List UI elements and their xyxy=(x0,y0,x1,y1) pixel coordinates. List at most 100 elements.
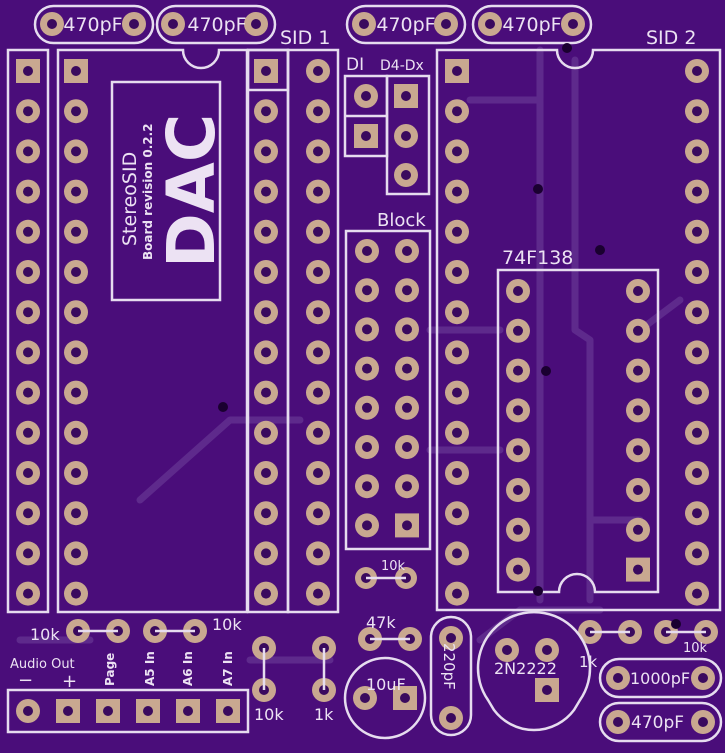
drill-hole xyxy=(71,307,81,318)
drill-hole xyxy=(692,307,702,318)
res-label: 1k xyxy=(579,653,598,671)
drill-hole xyxy=(692,347,702,358)
drill-hole xyxy=(313,66,323,76)
ic-74f138: 74F138 xyxy=(496,247,660,594)
drill-hole xyxy=(71,226,81,237)
plus-label: + xyxy=(62,671,77,692)
drill-hole xyxy=(261,508,271,519)
drill-hole xyxy=(71,468,81,478)
cap-label: 10uF xyxy=(366,675,406,694)
cap-label: 470pF xyxy=(187,14,246,36)
drill-hole xyxy=(400,693,410,703)
res-label: 10k xyxy=(381,559,406,574)
drill-hole xyxy=(71,267,81,277)
drill-hole xyxy=(362,520,372,531)
drill-hole xyxy=(613,673,623,683)
drill-hole xyxy=(261,307,271,318)
drill-hole xyxy=(402,520,412,531)
drill-hole xyxy=(23,588,33,599)
drill-hole xyxy=(402,402,412,413)
ic-74f138-label: 74F138 xyxy=(502,247,573,269)
cap-470pf-a: 470pF xyxy=(33,4,155,45)
drill-hole xyxy=(401,170,411,180)
drill-hole xyxy=(513,365,523,376)
drill-hole xyxy=(402,324,412,335)
drill-hole xyxy=(633,286,643,296)
drill-hole xyxy=(313,146,323,157)
drill-hole xyxy=(313,106,323,117)
drill-hole xyxy=(261,226,271,237)
drill-hole xyxy=(313,186,323,197)
drill-hole xyxy=(71,427,81,438)
cap-label: 220pF xyxy=(440,643,458,690)
drill-hole xyxy=(513,564,523,575)
drill-hole xyxy=(23,387,33,398)
drill-hole xyxy=(261,186,271,197)
drill-hole xyxy=(361,91,371,101)
drill-hole xyxy=(313,588,323,599)
drill-hole xyxy=(401,91,411,101)
drill-hole xyxy=(71,106,81,117)
drill-hole xyxy=(402,285,412,296)
res-10k-left: 10k xyxy=(30,625,118,644)
drill-hole xyxy=(71,548,81,559)
drill-hole xyxy=(633,405,643,416)
cap-220pf: 220pF xyxy=(429,615,473,737)
drill-hole xyxy=(71,387,81,398)
drill-hole xyxy=(452,66,462,76)
drill-hole xyxy=(452,387,462,398)
drill-hole xyxy=(452,588,462,599)
page-label: Page xyxy=(103,653,117,686)
drill-hole xyxy=(633,485,643,495)
drill-hole xyxy=(261,427,271,438)
drill-hole xyxy=(71,66,81,76)
drill-hole xyxy=(362,363,372,374)
res-10k-vertical: 10k xyxy=(254,648,284,724)
drill-hole xyxy=(452,106,462,117)
drill-hole xyxy=(692,226,702,237)
res-47k: 47k xyxy=(366,613,410,641)
drill-hole xyxy=(23,307,33,318)
drill-hole xyxy=(452,347,462,358)
drill-hole xyxy=(542,685,552,695)
drill-hole xyxy=(261,267,271,277)
drill-hole xyxy=(313,307,323,318)
res-label: 10k xyxy=(212,615,242,634)
drill-hole xyxy=(23,267,33,277)
res-label: 10k xyxy=(30,625,60,644)
drill-hole xyxy=(23,468,33,478)
sid1-label: SID 1 xyxy=(280,27,330,49)
drill-hole xyxy=(23,226,33,237)
drill-hole xyxy=(261,588,271,599)
drill-hole xyxy=(362,442,372,452)
drill-hole xyxy=(402,442,412,452)
drill-hole xyxy=(692,548,702,559)
drill-hole xyxy=(401,131,411,141)
drill-hole xyxy=(183,706,193,716)
drill-hole xyxy=(71,588,81,599)
drill-hole xyxy=(23,508,33,519)
drill-hole xyxy=(452,146,462,157)
minus-label: − xyxy=(18,670,33,691)
drill-hole xyxy=(313,427,323,438)
drill-hole xyxy=(513,485,523,495)
audio-out-label: Audio Out xyxy=(10,657,75,672)
drill-hole xyxy=(402,481,412,492)
di-header: DI D4-Dx xyxy=(343,55,431,196)
cap-label: 470pF xyxy=(376,14,435,36)
drill-hole xyxy=(692,267,702,277)
res-10k-small: 10k xyxy=(366,559,406,580)
cap-label: 470pF xyxy=(63,14,122,36)
di-label: DI xyxy=(346,55,364,75)
drill-hole xyxy=(261,548,271,559)
drill-hole xyxy=(313,347,323,358)
drill-hole xyxy=(261,106,271,117)
drill-hole xyxy=(402,363,412,374)
drill-hole xyxy=(692,146,702,157)
drill-hole xyxy=(313,226,323,237)
drill-hole xyxy=(452,508,462,519)
drill-hole xyxy=(513,405,523,416)
drill-hole xyxy=(446,633,456,643)
drill-hole xyxy=(692,186,702,197)
